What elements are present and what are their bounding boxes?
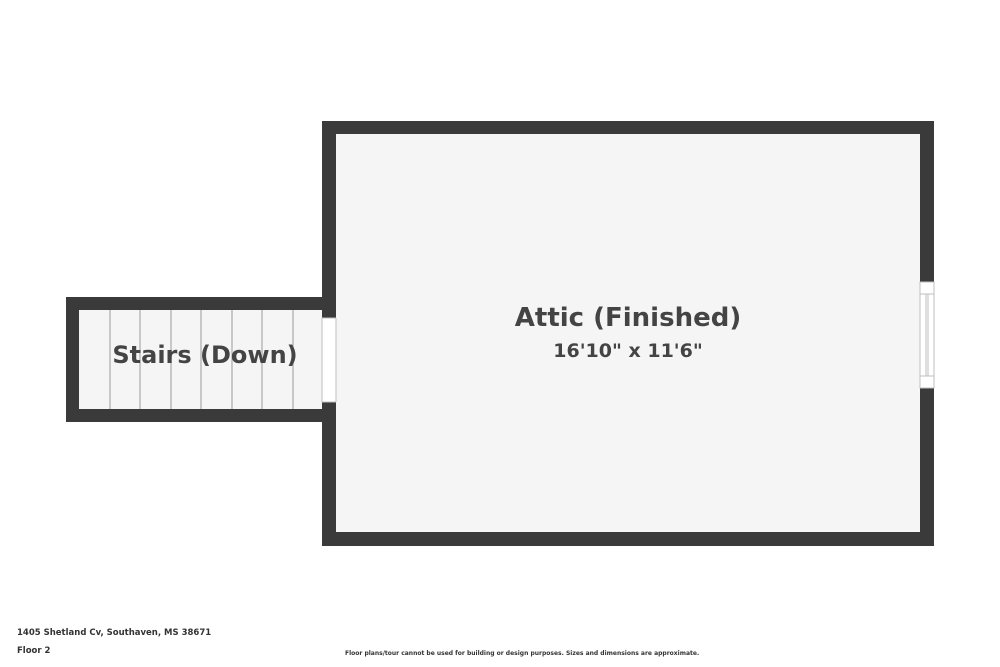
stairs-room — [66, 297, 336, 422]
property-address: 1405 Shetland Cv, Southaven, MS 38671 — [17, 628, 212, 638]
attic-floor — [336, 134, 920, 532]
window — [919, 281, 935, 389]
attic-room — [322, 121, 934, 546]
stairs-floor — [79, 310, 331, 409]
stairs-name-label: Stairs (Down) — [112, 341, 297, 369]
attic-dimensions-label: 16'10" x 11'6" — [553, 340, 702, 362]
disclaimer-text: Floor plans/tour cannot be used for buil… — [345, 650, 700, 657]
stair-treads — [109, 310, 294, 409]
attic-name-label: Attic (Finished) — [515, 303, 741, 333]
floor-label: Floor 2 — [17, 646, 51, 656]
doorway-opening — [321, 317, 337, 403]
